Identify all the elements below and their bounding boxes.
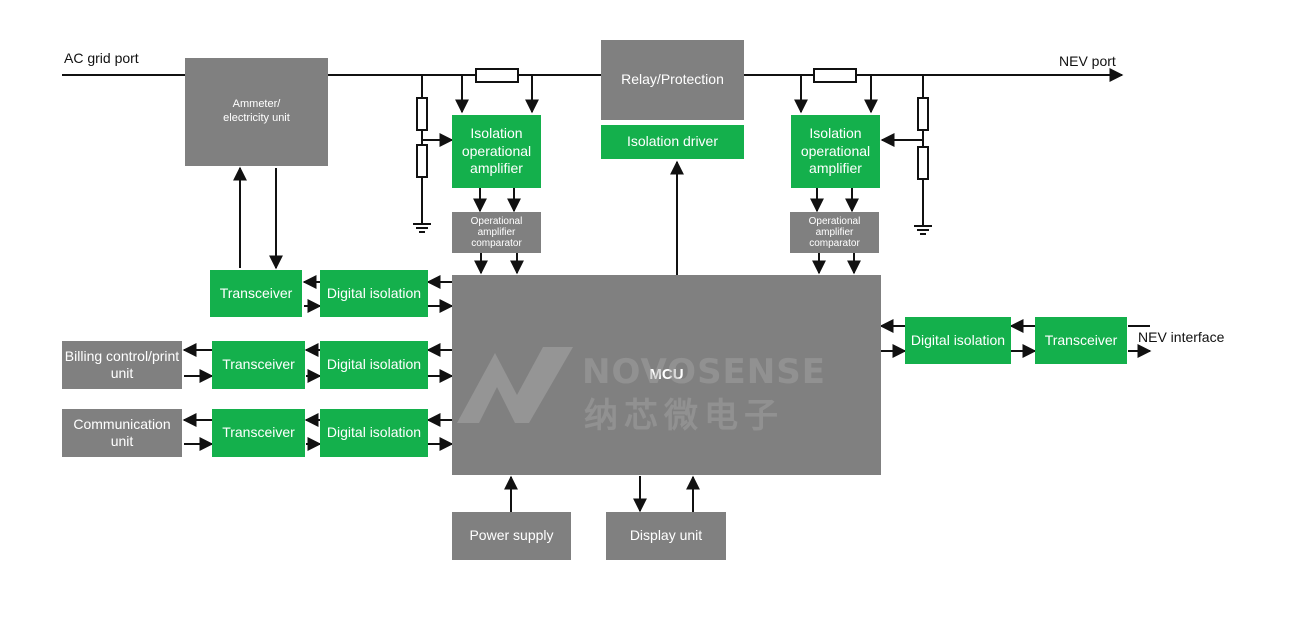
watermark-brand-cn: 纳芯微电子 xyxy=(584,396,784,436)
mcu-label: MCU xyxy=(649,365,684,383)
op-amp-comparator-left: Operational amplifier comparator xyxy=(452,212,541,253)
mcu-block: MCU xyxy=(452,275,881,475)
isolation-op-amp-right: Isolation operational amplifier xyxy=(791,115,880,188)
digital-isolation-2: Digital isolation xyxy=(320,341,428,389)
transceiver-3: Transceiver xyxy=(212,409,305,457)
digital-isolation-3: Digital isolation xyxy=(320,409,428,457)
isolation-driver-block: Isolation driver xyxy=(601,125,744,159)
isolation-op-amp-left: Isolation operational amplifier xyxy=(452,115,541,188)
nev-interface-label: NEV interface xyxy=(1138,329,1225,345)
billing-control-print-unit: Billing control/print unit xyxy=(62,341,182,389)
digital-isolation-1: Digital isolation xyxy=(320,270,428,317)
transceiver-2: Transceiver xyxy=(212,341,305,389)
transceiver-1: Transceiver xyxy=(210,270,302,317)
relay-protection-block: Relay/Protection xyxy=(601,40,744,120)
brand-logo-icon xyxy=(457,347,573,423)
power-supply-block: Power supply xyxy=(452,512,571,560)
transceiver-4: Transceiver xyxy=(1035,317,1127,364)
ammeter-electricity-unit: Ammeter/ electricity unit xyxy=(185,58,328,166)
display-unit-block: Display unit xyxy=(606,512,726,560)
watermark-brand-latin: NOVOSENSE xyxy=(582,352,826,392)
op-amp-comparator-right: Operational amplifier comparator xyxy=(790,212,879,253)
communication-unit: Communication unit xyxy=(62,409,182,457)
digital-isolation-4: Digital isolation xyxy=(905,317,1011,364)
ac-grid-port-label: AC grid port xyxy=(64,50,139,66)
nev-port-label: NEV port xyxy=(1059,53,1116,69)
